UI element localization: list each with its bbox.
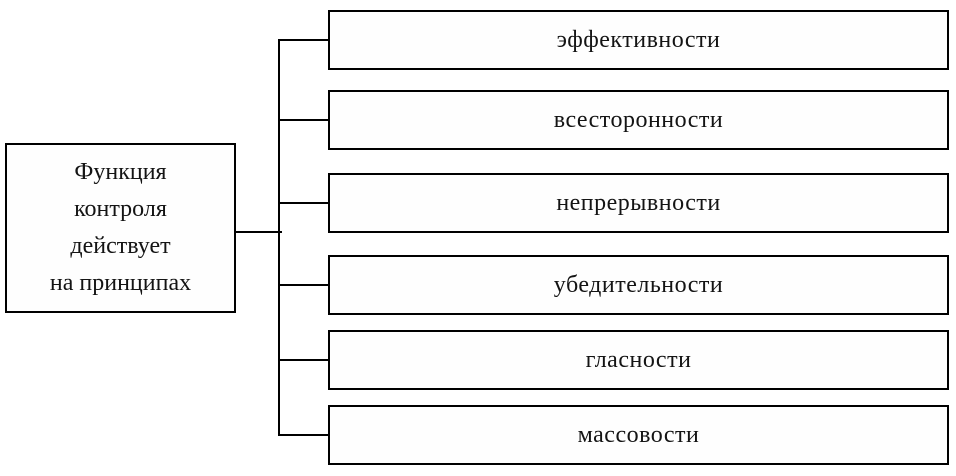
principle-box-publicity: гласности <box>328 330 949 390</box>
principle-box-persuasiveness: убедительности <box>328 255 949 315</box>
connector-trunk <box>278 39 280 436</box>
principle-box-continuity: непрерывности <box>328 173 949 233</box>
principle-label: гласности <box>585 346 692 373</box>
principle-box-mass-participation: массовости <box>328 405 949 465</box>
root-box-label: Функция контроля действует на принципах <box>49 159 192 296</box>
principle-label: эффективности <box>556 26 721 53</box>
principle-box-effectiveness: эффективности <box>328 10 949 70</box>
root-box: Функция контроля действует на принципах <box>5 143 236 313</box>
connector-branch-1 <box>278 39 328 41</box>
connector-root <box>236 231 282 233</box>
connector-branch-3 <box>278 202 328 204</box>
connector-branch-6 <box>278 434 328 436</box>
principle-label: непрерывности <box>556 189 721 216</box>
principle-label: всесторонности <box>553 106 724 133</box>
principle-label: массовости <box>577 421 700 448</box>
principle-label: убедительности <box>553 271 724 298</box>
principle-box-comprehensiveness: всесторонности <box>328 90 949 150</box>
connector-branch-2 <box>278 119 328 121</box>
connector-branch-4 <box>278 284 328 286</box>
connector-branch-5 <box>278 359 328 361</box>
